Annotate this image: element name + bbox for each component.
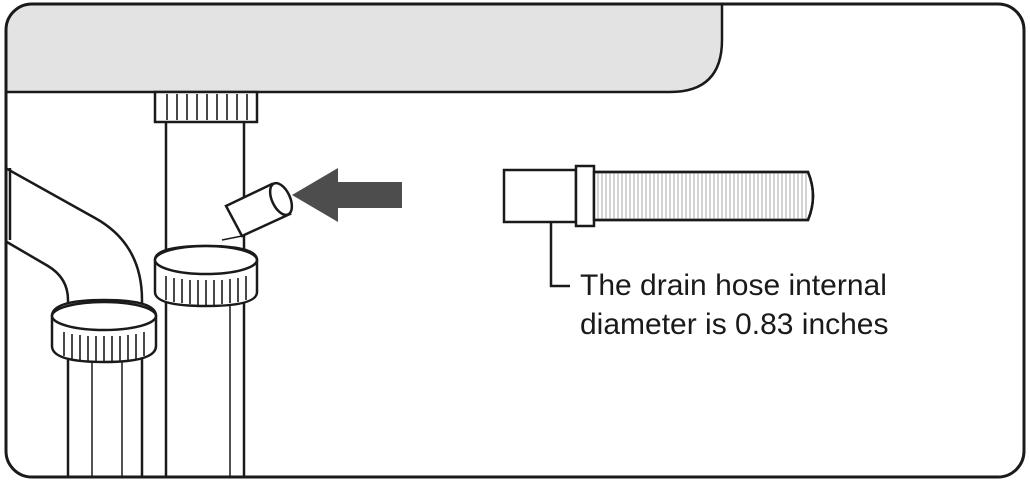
callout-line-1: The drain hose internal [580, 269, 887, 302]
sink-nut [153, 90, 259, 124]
diagram-frame [4, 2, 1026, 479]
hose-diameter-callout: The drain hose internal diameter is 0.83… [580, 266, 1000, 344]
drain-hose [502, 164, 815, 228]
sink-basin [6, 4, 724, 94]
left-arrow-icon [292, 168, 402, 222]
callout-line-2: diameter is 0.83 inches [580, 308, 889, 341]
trap-nut [50, 298, 158, 364]
callout-leader [549, 222, 570, 288]
drain-inlet-stub [221, 181, 294, 241]
tailpiece-nut [153, 244, 259, 308]
